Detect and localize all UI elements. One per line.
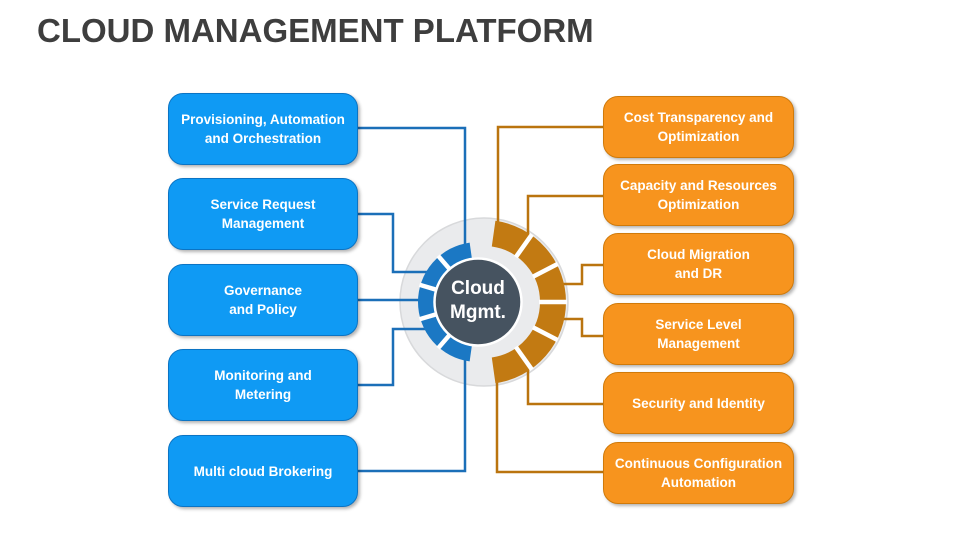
connector-line-right-1 bbox=[496, 125, 603, 235]
page-title: CLOUD MANAGEMENT PLATFORM bbox=[37, 12, 594, 49]
node-multi-cloud-brokering: Multi cloud Brokering bbox=[168, 435, 358, 507]
node-service-request-management: Service Request Management bbox=[168, 178, 358, 250]
hub-label: Cloud Mgmt. bbox=[450, 278, 506, 323]
ring-blue-segment-band bbox=[418, 242, 473, 362]
node-security-and-identity: Security and Identity bbox=[603, 372, 794, 434]
connector-line-right-3 bbox=[552, 263, 603, 286]
node-continuous-configuration-automation: Continuous Configuration Automation bbox=[603, 442, 794, 504]
node-cloud-migration-and-dr: Cloud Migration and DR bbox=[603, 233, 794, 295]
node-capacity-resources-optimization: Capacity and Resources Optimization bbox=[603, 164, 794, 226]
connector-line-left-5 bbox=[358, 352, 467, 473]
connector-line-right-2 bbox=[526, 194, 603, 245]
node-governance-and-policy: Governance and Policy bbox=[168, 264, 358, 336]
hub-circle bbox=[433, 257, 523, 347]
connector-line-left-1 bbox=[358, 126, 467, 252]
connector-line-right-4 bbox=[552, 317, 603, 338]
right-connectors bbox=[495, 125, 603, 474]
ring-orange-segment-divider bbox=[513, 345, 534, 372]
node-monitoring-and-metering: Monitoring and Metering bbox=[168, 349, 358, 421]
node-cost-transparency-optimization: Cost Transparency and Optimization bbox=[603, 96, 794, 158]
segmented-ring-orange bbox=[491, 220, 567, 384]
connector-line-right-6 bbox=[495, 370, 603, 474]
node-service-level-management: Service Level Management bbox=[603, 303, 794, 365]
connector-line-left-2 bbox=[358, 212, 440, 274]
connector-line-left-4 bbox=[358, 327, 440, 387]
ring-orange-segment-divider bbox=[513, 232, 534, 259]
ring-orange-segment-divider bbox=[531, 325, 559, 343]
node-provisioning-automation-orchestration: Provisioning, Automation and Orchestrati… bbox=[168, 93, 358, 165]
ring-orange-segment-divider bbox=[531, 261, 559, 279]
